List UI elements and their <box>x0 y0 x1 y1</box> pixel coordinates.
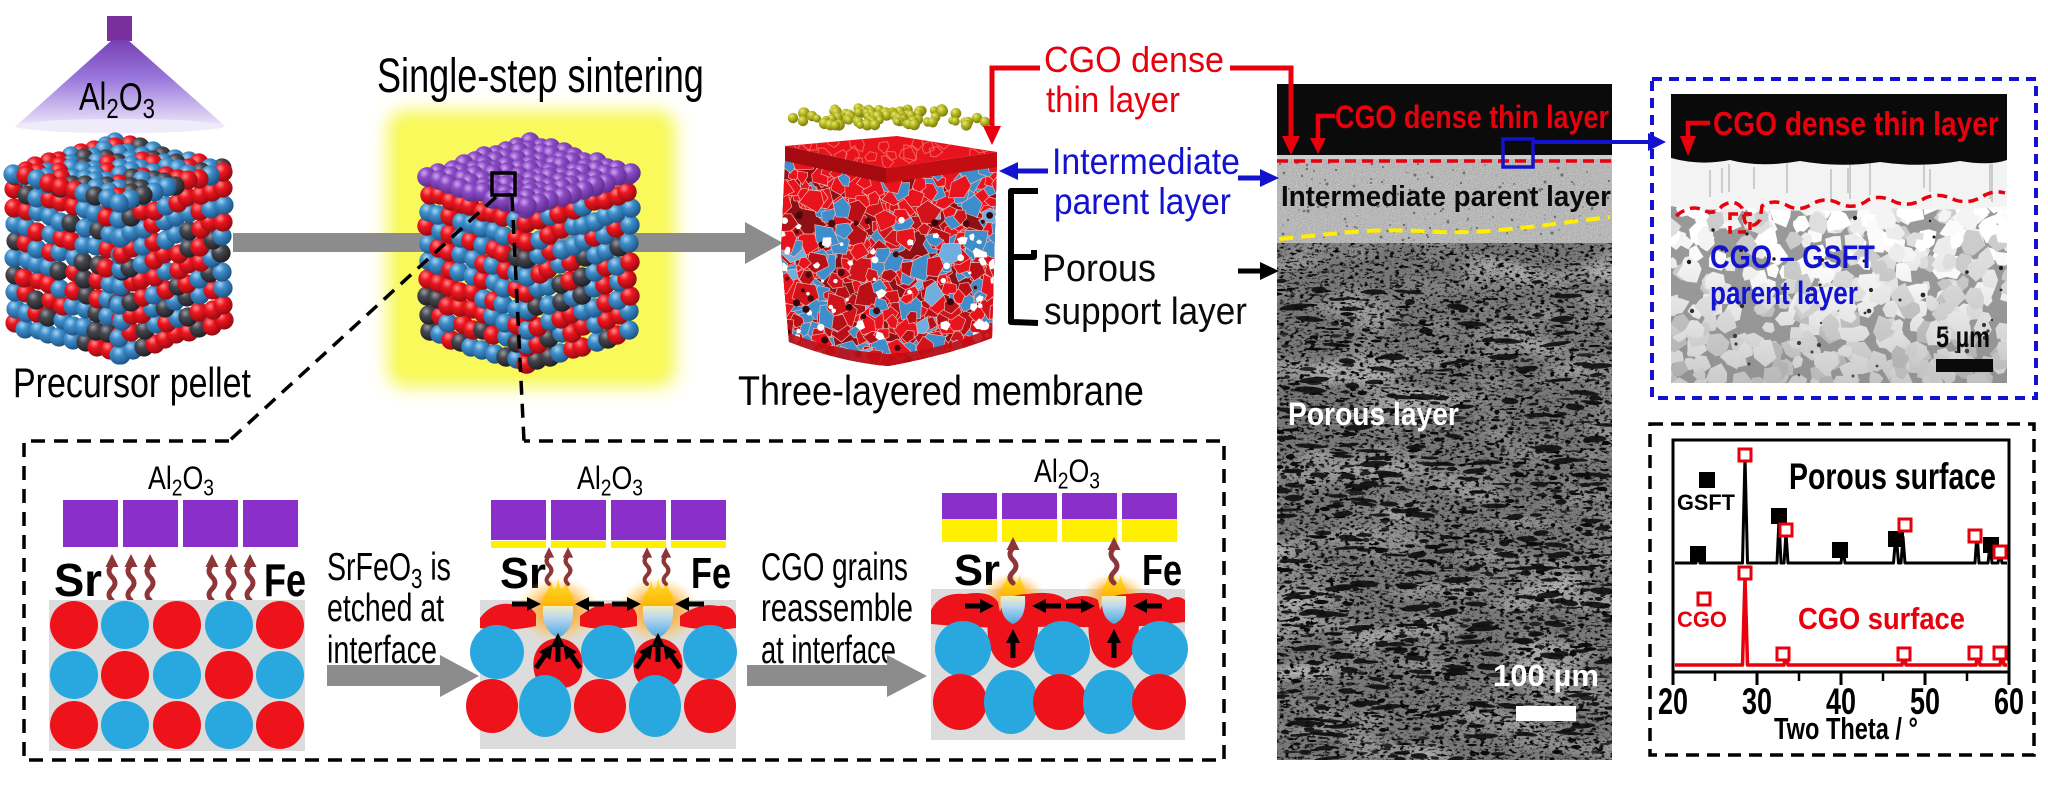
svg-text:Sr: Sr <box>54 555 102 606</box>
svg-text:30: 30 <box>1742 681 1772 722</box>
svg-text:100 µm: 100 µm <box>1493 658 1599 693</box>
svg-text:Precursor pellet: Precursor pellet <box>13 360 251 407</box>
svg-text:Porous layer: Porous layer <box>1288 397 1459 432</box>
svg-text:CGO surface: CGO surface <box>1798 602 1965 636</box>
svg-text:GSFT: GSFT <box>1677 490 1736 515</box>
svg-text:thin layer: thin layer <box>1046 81 1180 121</box>
svg-text:CGO dense: CGO dense <box>1044 40 1224 80</box>
svg-text:Fe: Fe <box>691 549 731 598</box>
svg-text:Intermediate: Intermediate <box>1052 141 1240 183</box>
svg-text:Al2O3: Al2O3 <box>148 461 214 501</box>
svg-text:50: 50 <box>1910 681 1940 722</box>
svg-text:SrFeO3 is: SrFeO3 is <box>327 546 451 595</box>
svg-text:CGO dense thin layer: CGO dense thin layer <box>1335 100 1609 136</box>
svg-text:interface: interface <box>327 629 437 672</box>
svg-text:Porous surface: Porous surface <box>1789 455 1996 496</box>
svg-text:parent layer: parent layer <box>1710 277 1858 312</box>
svg-text:etched at: etched at <box>327 587 444 630</box>
svg-text:40: 40 <box>1826 681 1856 722</box>
svg-text:Intermediate parent layer: Intermediate parent layer <box>1281 180 1611 213</box>
svg-text:Fe: Fe <box>1142 546 1182 595</box>
svg-text:20: 20 <box>1658 681 1688 722</box>
svg-text:CGO – GSFT: CGO – GSFT <box>1710 240 1875 276</box>
svg-text:5 µm: 5 µm <box>1936 320 1990 353</box>
svg-text:CGO grains: CGO grains <box>761 545 908 589</box>
svg-text:Two Theta / °: Two Theta / ° <box>1774 711 1918 746</box>
svg-text:60: 60 <box>1994 681 2024 722</box>
svg-text:Single-step sintering: Single-step sintering <box>377 49 704 102</box>
svg-text:Fe: Fe <box>264 555 306 606</box>
svg-text:Three-layered membrane: Three-layered membrane <box>738 368 1144 414</box>
svg-text:Al2O3: Al2O3 <box>577 461 643 501</box>
svg-text:CGO: CGO <box>1677 607 1727 632</box>
svg-text:CGO dense thin layer: CGO dense thin layer <box>1713 106 1999 143</box>
svg-text:reassemble: reassemble <box>761 587 913 630</box>
svg-text:Al2O3: Al2O3 <box>1034 454 1100 494</box>
svg-text:Porous: Porous <box>1042 247 1156 289</box>
svg-text:parent layer: parent layer <box>1054 182 1231 223</box>
svg-text:support layer: support layer <box>1044 290 1247 333</box>
svg-text:Al2O3: Al2O3 <box>79 76 155 125</box>
